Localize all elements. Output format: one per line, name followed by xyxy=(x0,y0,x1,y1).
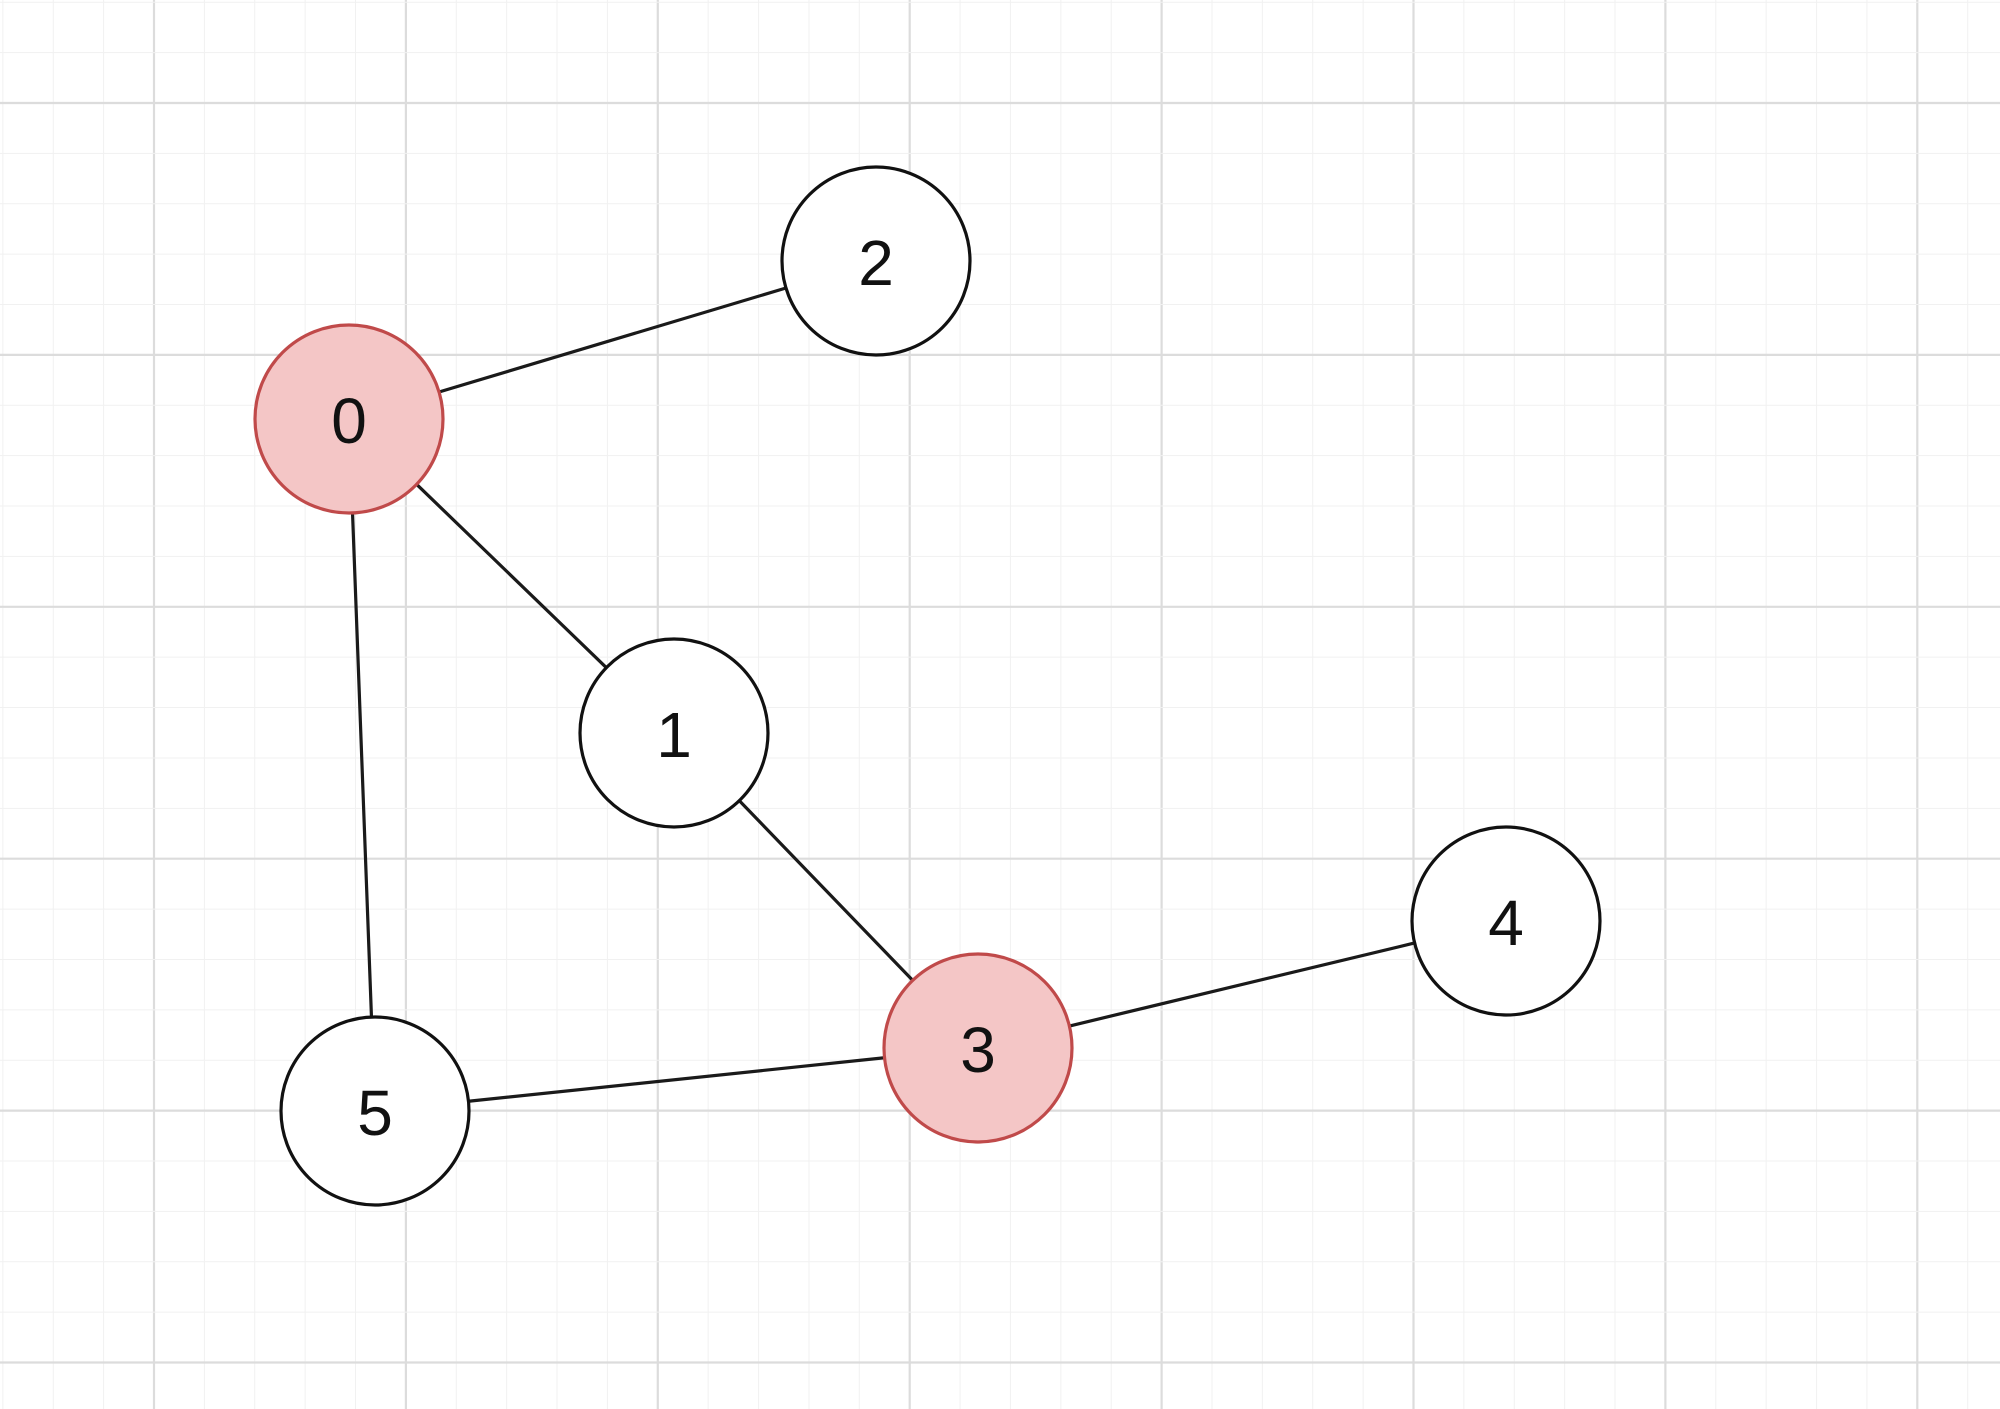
node-circle[interactable] xyxy=(780,165,972,357)
node-5[interactable]: 5 xyxy=(279,1015,471,1207)
edge-layer xyxy=(350,286,1417,1103)
node-layer: 0 1 2 3 4 5 xyxy=(253,165,1602,1207)
node-label: 1 xyxy=(656,699,692,771)
node-label: 0 xyxy=(331,385,367,457)
edge-1-3[interactable] xyxy=(737,799,915,982)
node-0[interactable]: 0 xyxy=(253,323,445,515)
node-3[interactable]: 3 xyxy=(882,952,1074,1144)
edge-0-2[interactable] xyxy=(437,286,788,394)
node-circle-highlighted[interactable] xyxy=(253,323,445,515)
edge-0-5[interactable] xyxy=(350,511,374,1019)
node-circle[interactable] xyxy=(279,1015,471,1207)
node-label: 3 xyxy=(960,1014,996,1086)
node-label: 4 xyxy=(1488,887,1524,959)
node-circle[interactable] xyxy=(1410,825,1602,1017)
node-2[interactable]: 2 xyxy=(780,165,972,357)
edge-5-3[interactable] xyxy=(466,1056,887,1103)
edge-3-4[interactable] xyxy=(1067,941,1417,1028)
edge-0-1[interactable] xyxy=(415,482,608,670)
node-1[interactable]: 1 xyxy=(578,637,770,829)
node-circle-highlighted[interactable] xyxy=(882,952,1074,1144)
node-label: 5 xyxy=(357,1077,393,1149)
node-circle[interactable] xyxy=(578,637,770,829)
node-4[interactable]: 4 xyxy=(1410,825,1602,1017)
node-label: 2 xyxy=(858,227,894,299)
